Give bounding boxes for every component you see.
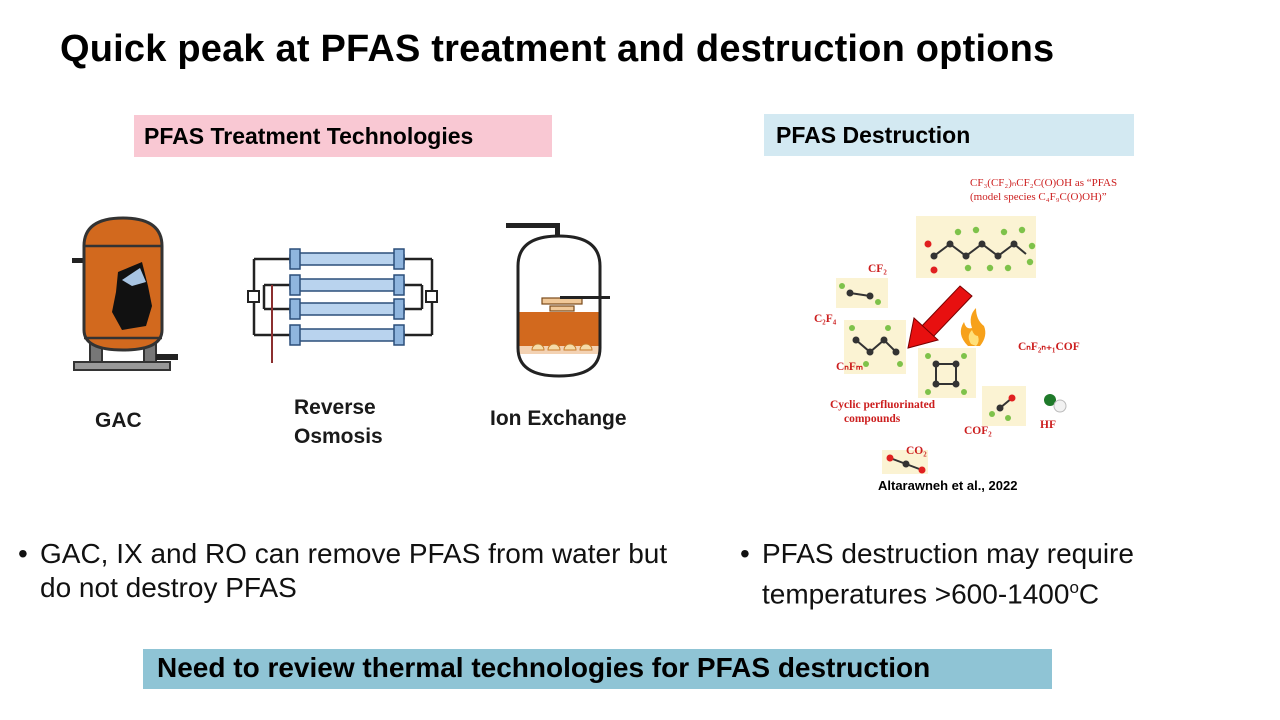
- co2-label: CO₂: [906, 445, 927, 457]
- reverse-osmosis-label: Reverse Osmosis: [294, 393, 383, 451]
- pfas-destruction-pathway-diagram: CF₃(CF₂)ₙCF₂C(O)OH as “PFAS (model speci…: [814, 177, 1117, 474]
- bullet-dot: •: [18, 538, 28, 569]
- treatment-bullet: • GAC, IX and RO can remove PFAS from wa…: [18, 537, 680, 605]
- hf-label: HF: [1040, 419, 1056, 431]
- flame-icon: [960, 308, 986, 346]
- ion-exchange-column-icon: [506, 223, 610, 378]
- celsius-unit: C: [1078, 578, 1100, 610]
- hf-molecule-icon: [1044, 394, 1067, 413]
- model-species-molecule-icon: [916, 216, 1036, 278]
- cnfm-label: CₙFₘ: [836, 361, 863, 373]
- destruction-bullet-text: PFAS destruction may require temperature…: [762, 538, 1134, 610]
- gac-label: GAC: [95, 409, 142, 432]
- c2f4-molecule-icon: [836, 278, 888, 308]
- ro-label-line1: Reverse: [294, 396, 376, 419]
- cnf2n1cof-label: CₙF₂ₙ₊₁COF: [1018, 341, 1080, 353]
- cof2-label: COF₂: [964, 425, 992, 437]
- degree-superscript: o: [1069, 578, 1079, 597]
- cyclic-label-line1: Cyclic perfluorinated: [830, 399, 936, 411]
- diagram-caption-line2: (model species C₄F₉C(O)OH)”: [970, 191, 1107, 203]
- destruction-header: PFAS Destruction: [764, 114, 1134, 156]
- page-title: Quick peak at PFAS treatment and destruc…: [60, 28, 1055, 70]
- bullet-dot: •: [740, 538, 750, 569]
- citation: Altarawneh et al., 2022: [878, 478, 1018, 493]
- reverse-osmosis-icon: [247, 248, 438, 363]
- co2-molecule-icon: [882, 450, 928, 474]
- ro-label-line2: Osmosis: [294, 425, 383, 448]
- conclusion-banner: Need to review thermal technologies for …: [143, 649, 1052, 689]
- cof2-molecule-icon: [982, 386, 1026, 426]
- treatment-bullet-text: GAC, IX and RO can remove PFAS from wate…: [40, 538, 668, 603]
- cnfm-molecule-icon: [844, 320, 906, 374]
- c2f4-label: C₂F₄: [814, 313, 837, 325]
- destruction-bullet: • PFAS destruction may require temperatu…: [740, 537, 1262, 611]
- cf2-label: CF₂: [868, 263, 887, 275]
- decomposition-arrow-icon: [907, 285, 973, 349]
- cyclic-perfluorinated-molecule-icon: [918, 348, 976, 398]
- treatment-technologies-header: PFAS Treatment Technologies: [134, 115, 552, 157]
- gac-vessel-icon: [72, 216, 178, 371]
- cyclic-label-line2: compounds: [844, 413, 901, 425]
- diagram-caption-line1: CF₃(CF₂)ₙCF₂C(O)OH as “PFAS: [970, 177, 1117, 189]
- ion-exchange-label: Ion Exchange: [490, 407, 627, 430]
